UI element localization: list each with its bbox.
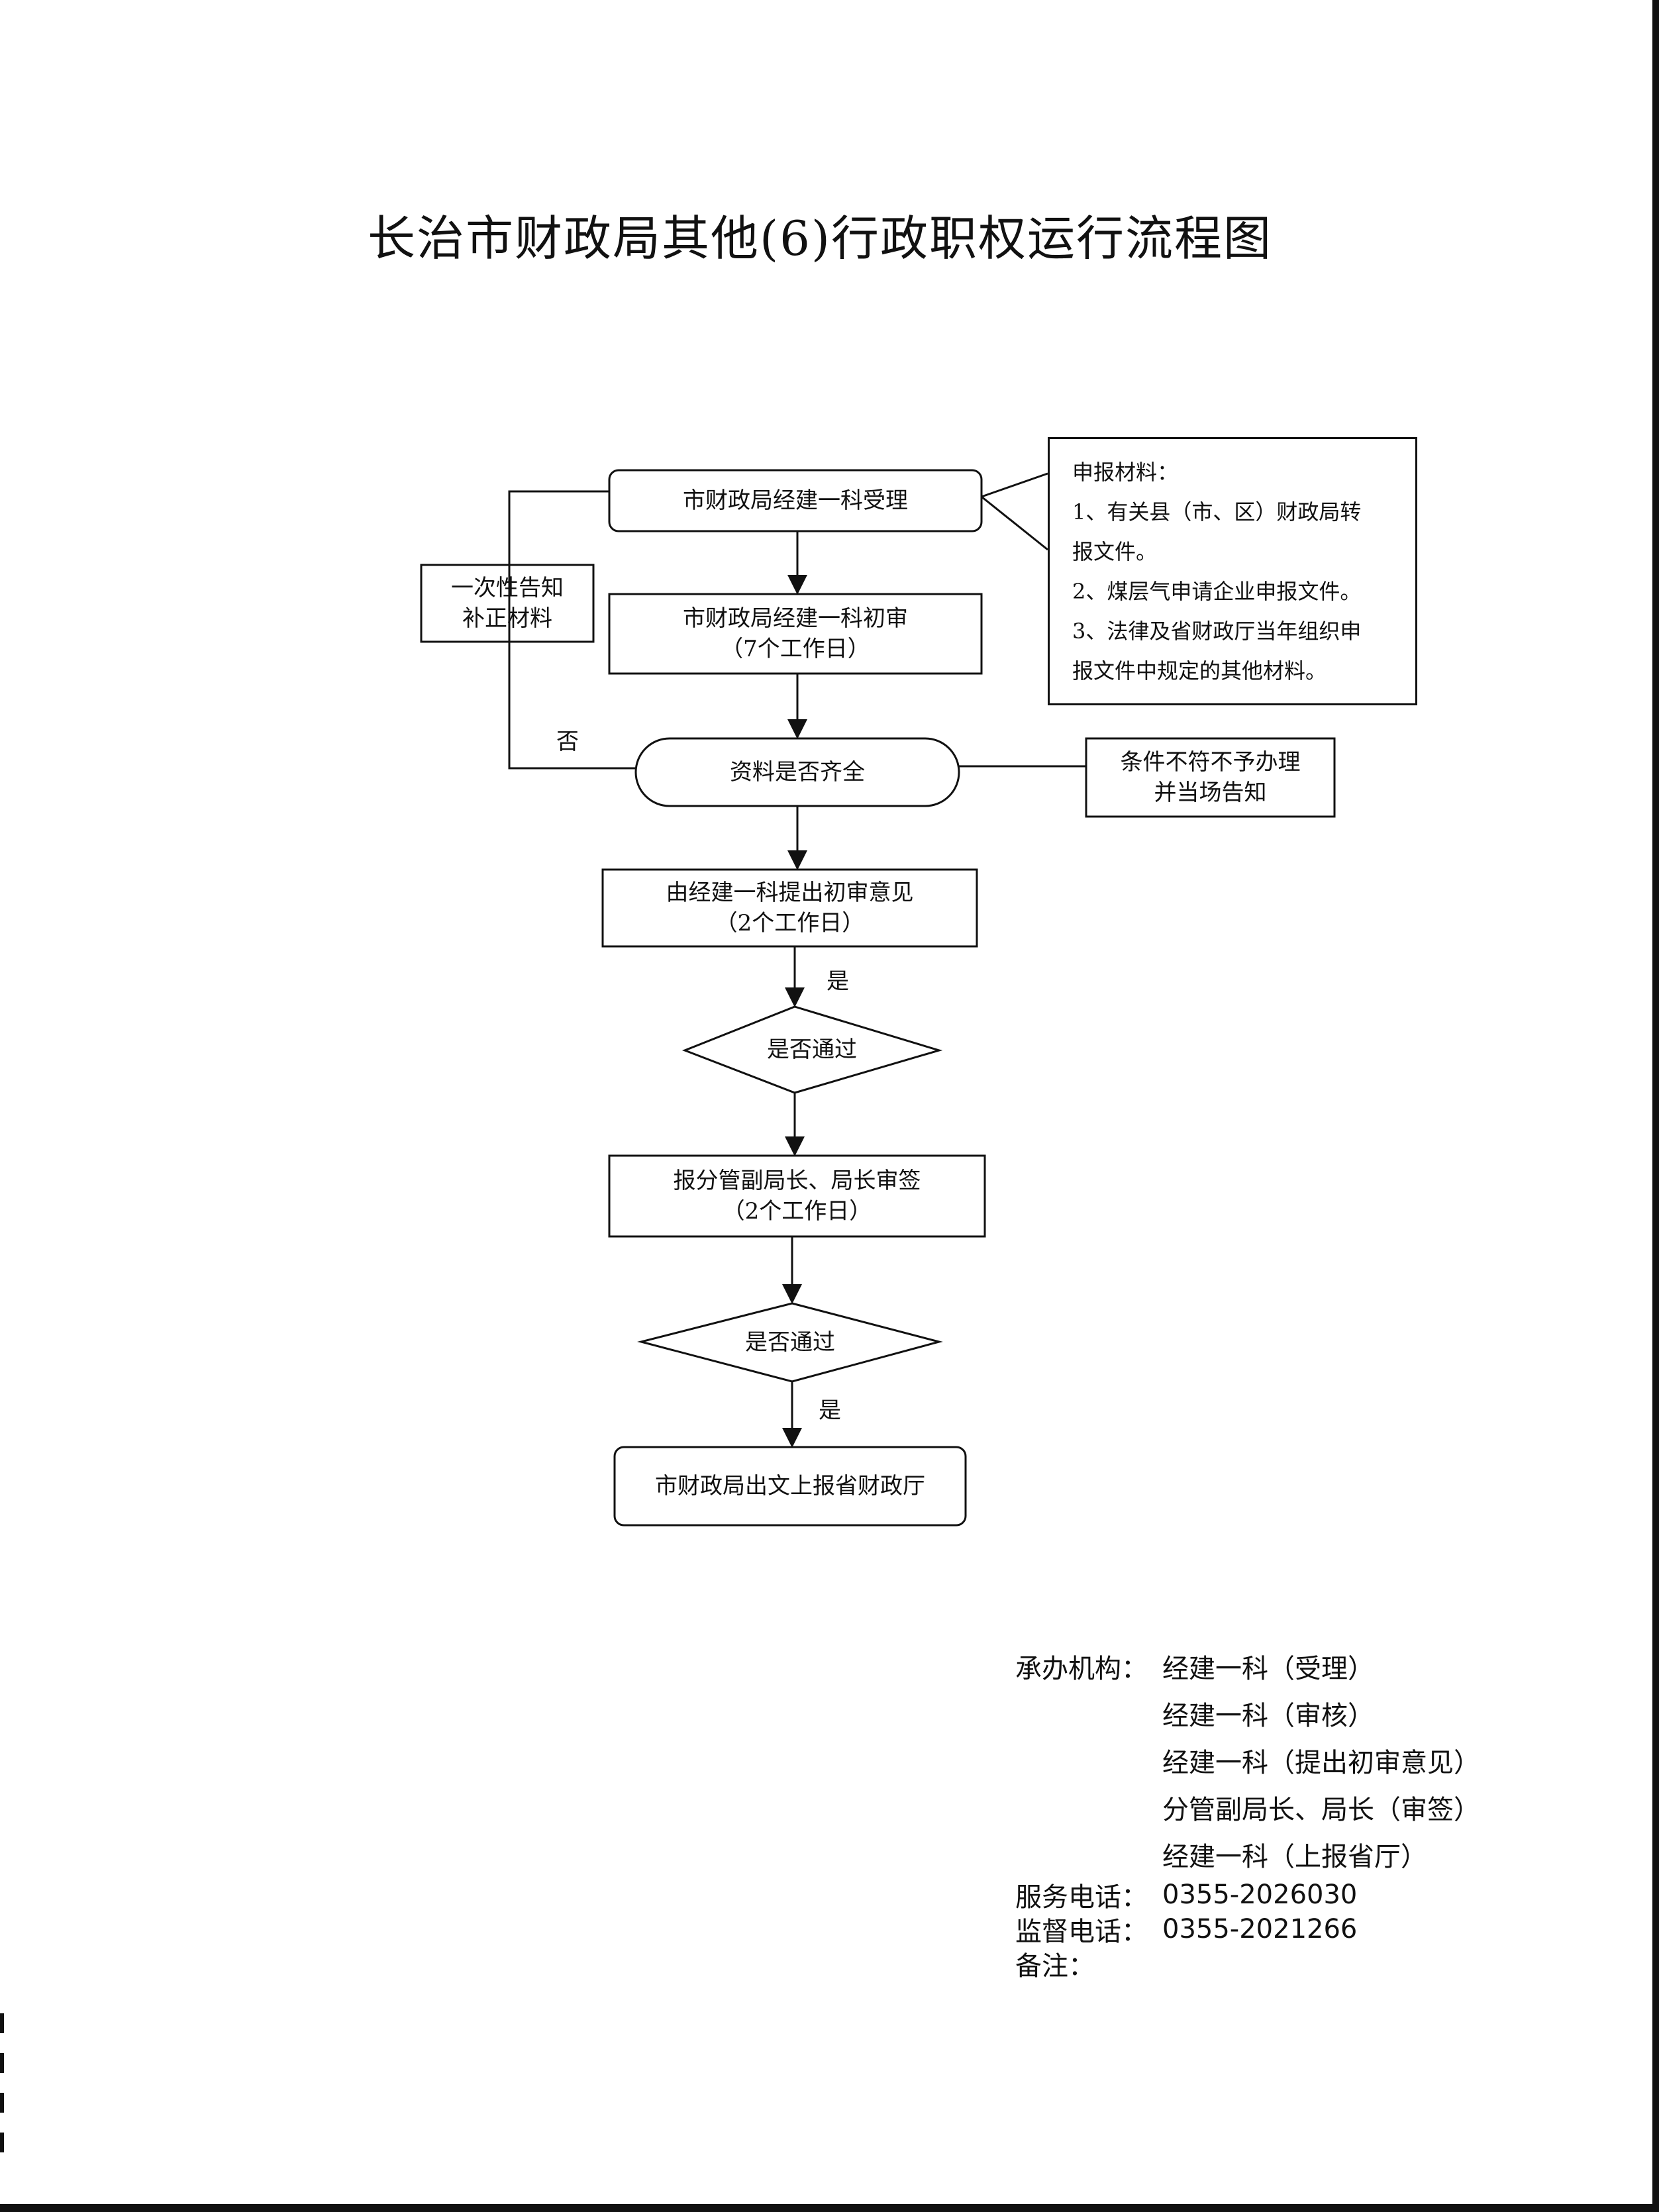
- leader-review-label: 报分管副局长、局长审签 （2个工作日）: [673, 1168, 921, 1225]
- materials-item: 3、法律及省财政厅当年组织申: [1072, 619, 1362, 644]
- edge-check-no-loop: [508, 490, 636, 770]
- materials-heading: 申报材料：: [1072, 460, 1179, 485]
- org-value: 经建一科（提出初审意见）: [1162, 1747, 1480, 1778]
- materials-callout-line: [981, 472, 1048, 498]
- org-value: 经建一科（审核）: [1162, 1700, 1374, 1731]
- materials-item: 2、煤层气申请企业申报文件。: [1072, 579, 1362, 604]
- page-border-bottom: [0, 2204, 1659, 2212]
- first-review-box: [608, 593, 983, 675]
- org-value: 分管副局长、局长（审签）: [1162, 1794, 1480, 1825]
- complete-check-label: 资料是否齐全: [730, 759, 865, 785]
- materials-item: 报文件中规定的其他材料。: [1072, 658, 1327, 683]
- edge-label-yes-1: 是: [827, 968, 849, 995]
- materials-item: 1、有关县（市、区）财政局转: [1072, 499, 1362, 525]
- leader-review-box: [608, 1154, 986, 1238]
- supervise-phone: 0355-2021266: [1162, 1914, 1358, 1944]
- page-border-right: [1652, 0, 1659, 2212]
- first-review-label: 市财政局经建一科初审 （7个工作日）: [683, 605, 908, 662]
- materials-item: 报文件。: [1072, 539, 1158, 564]
- remark-label: 备注：: [1015, 1951, 1095, 1982]
- scan-marks: [0, 2013, 4, 2166]
- service-phone: 0355-2026030: [1162, 1880, 1358, 1910]
- edge-label-no: 否: [556, 729, 579, 755]
- pass-check-2-label: 是否通过: [745, 1329, 835, 1356]
- report-label: 市财政局出文上报省财政厅: [655, 1473, 925, 1499]
- supervise-phone-label: 监督电话：: [1015, 1917, 1148, 1947]
- notify-once-label: 一次性告知 补正材料: [451, 575, 564, 632]
- opinion-box: [601, 868, 978, 948]
- accept-label: 市财政局经建一科受理: [683, 487, 908, 514]
- pass-check-1-label: 是否通过: [767, 1036, 857, 1063]
- reject-label: 条件不符不予办理 并当场告知: [1120, 749, 1301, 806]
- org-label: 承办机构：: [1015, 1653, 1148, 1684]
- accept-box: [608, 469, 983, 532]
- org-value: 经建一科（受理）: [1162, 1653, 1374, 1684]
- service-phone-label: 服务电话：: [1015, 1882, 1148, 1913]
- notify-once-box: [420, 564, 595, 643]
- footer-info: 承办机构： 经建一科（受理） 经建一科（审核） 经建一科（提出初审意见） 分管副…: [1015, 1642, 1532, 1982]
- materials-callout-line-2: [981, 495, 1048, 551]
- opinion-label: 由经建一科提出初审意见 （2个工作日）: [666, 880, 914, 936]
- page-title: 长治市财政局其他(6)行政职权运行流程图: [368, 211, 1272, 266]
- org-value: 经建一科（上报省厅）: [1162, 1841, 1427, 1872]
- reject-box: [1085, 737, 1336, 818]
- materials-note: 申报材料： 1、有关县（市、区）财政局转 报文件。 2、煤层气申请企业申报文件。…: [1048, 437, 1417, 705]
- edge-label-yes-2: 是: [819, 1397, 841, 1424]
